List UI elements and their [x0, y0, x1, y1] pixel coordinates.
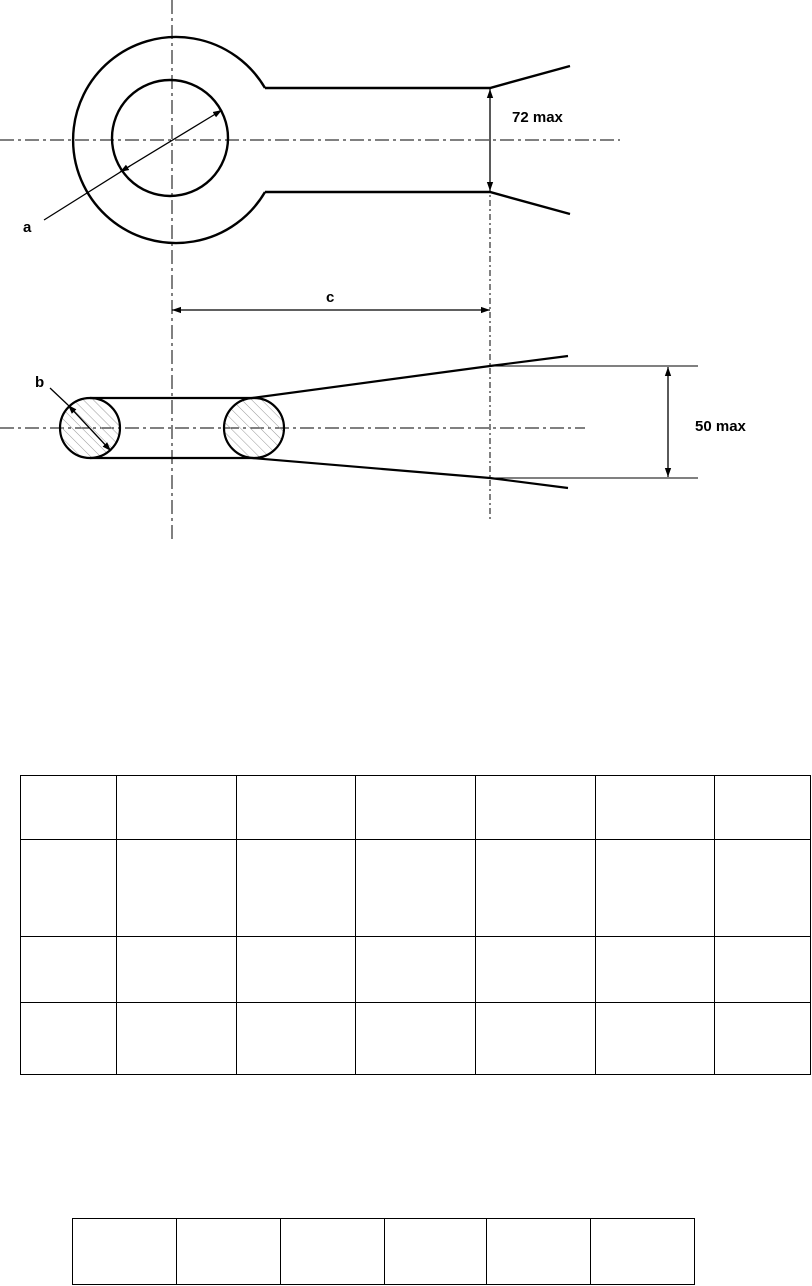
- shank-bottom-edge: [265, 190, 571, 216]
- side-view: b 50 max: [0, 354, 747, 490]
- table-cell: [475, 936, 596, 1003]
- label-b: b: [35, 374, 44, 391]
- right-wire-section: [222, 396, 286, 460]
- table-cell: [116, 1002, 237, 1075]
- table-cell: [355, 1002, 476, 1075]
- empty-data-table: [20, 775, 811, 1075]
- table-cell: [176, 1218, 281, 1285]
- table-cell: [236, 839, 356, 937]
- eye-inner-hole: [110, 78, 230, 198]
- table-cell: [384, 1218, 487, 1285]
- side-shank-top-edge: [251, 354, 569, 400]
- table-cell: [116, 839, 237, 937]
- side-shank-bottom-edge: [251, 456, 569, 490]
- table-cell: [355, 775, 476, 840]
- table-cell: [714, 775, 811, 840]
- table-cell: [714, 936, 811, 1003]
- table-cell: [486, 1218, 591, 1285]
- table-cell: [116, 775, 237, 840]
- table-cell: [595, 1002, 715, 1075]
- table-cell: [20, 1002, 117, 1075]
- table-cell: [355, 936, 476, 1003]
- label-a: a: [23, 219, 32, 236]
- leader-a: [43, 165, 131, 221]
- table-cell: [236, 936, 356, 1003]
- table-cell: [475, 1002, 596, 1075]
- table-row: [72, 1218, 695, 1285]
- table-cell: [20, 839, 117, 937]
- table-row: [20, 775, 811, 840]
- table-cell: [72, 1218, 177, 1285]
- width-limit-label: 72 max: [512, 109, 564, 126]
- leader-b: [49, 387, 69, 406]
- table-cell: [236, 1002, 356, 1075]
- empty-small-table: [72, 1218, 695, 1285]
- table-cell: [714, 839, 811, 937]
- table-cell: [20, 775, 117, 840]
- table-row: [20, 936, 811, 1003]
- table-cell: [475, 839, 596, 937]
- top-view: a 72 max: [0, 0, 620, 540]
- table-cell: [236, 775, 356, 840]
- label-c: c: [326, 289, 334, 306]
- wire-diameter-b-arrow: [67, 404, 112, 452]
- table-cell: [590, 1218, 695, 1285]
- diameter-a-dimension-arrow: [119, 109, 223, 173]
- table-cell: [20, 936, 117, 1003]
- table-cell: [595, 936, 715, 1003]
- dimension-c: c: [172, 289, 490, 314]
- table-cell: [595, 839, 715, 937]
- table-row: [20, 839, 811, 937]
- shank-top-edge: [265, 64, 571, 90]
- height-limit-label: 50 max: [695, 418, 747, 435]
- tow-hook-dimension-drawing: a 72 max c b 50 max: [0, 0, 747, 540]
- table-row: [20, 1002, 811, 1075]
- table-cell: [714, 1002, 811, 1075]
- table-cell: [355, 839, 476, 937]
- hook-eye-outline: [71, 35, 267, 245]
- table-cell: [116, 936, 237, 1003]
- table-cell: [595, 775, 715, 840]
- table-cell: [475, 775, 596, 840]
- table-cell: [280, 1218, 385, 1285]
